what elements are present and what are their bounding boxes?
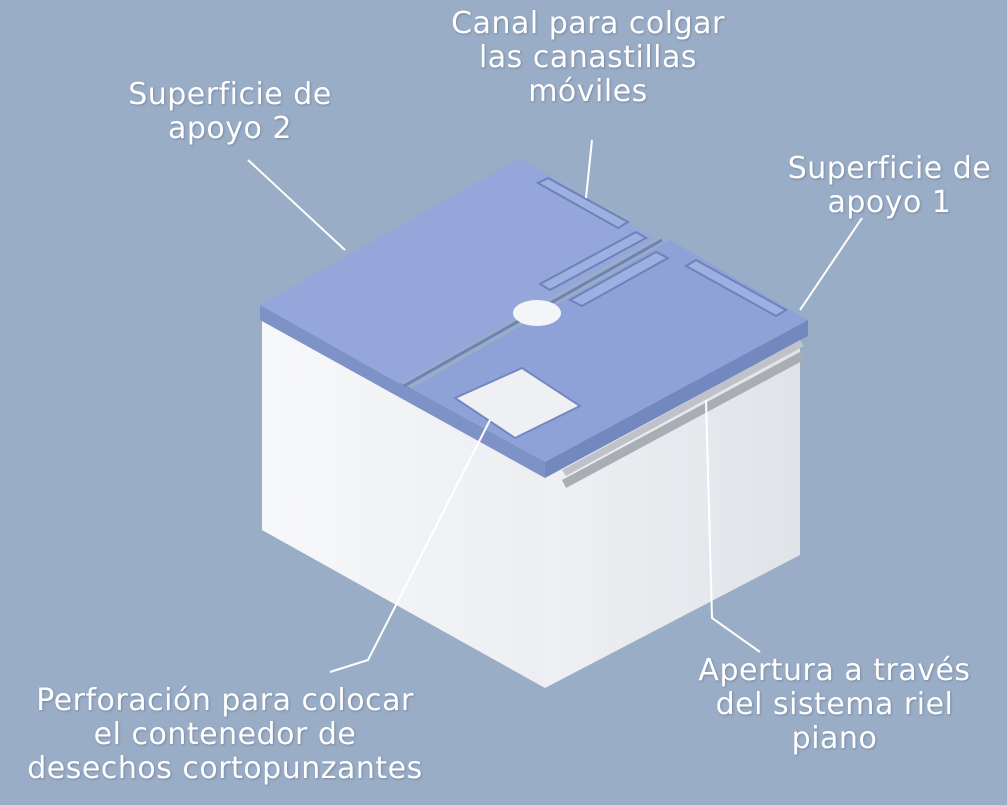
label-perforacion-line2: el contenedor de (93, 717, 357, 752)
center-hole (513, 300, 561, 326)
lid-edge-right (545, 320, 808, 478)
rail-bar-top (562, 340, 804, 476)
leader-sup1 (799, 217, 863, 311)
box-left-face (262, 318, 545, 688)
label-canal-line3: móviles (528, 74, 648, 109)
label-sup1-line1: Superficie de (787, 151, 992, 186)
box-right-face (545, 335, 800, 688)
lid-edge-left (260, 305, 545, 478)
canal-slot-4 (684, 258, 788, 318)
leader-apertura (705, 399, 761, 653)
label-superficie-apoyo-1: Superficie de apoyo 1 (777, 152, 1002, 220)
label-canal-line1: Canal para colgar (451, 6, 725, 41)
canal-slots (535, 176, 788, 318)
piano-rail (562, 340, 804, 488)
canal-slot-2 (537, 230, 649, 292)
label-canal-line2: las canastillas (478, 40, 698, 75)
square-opening (452, 366, 583, 440)
label-perforacion-line1: Perforación para colocar (36, 683, 414, 718)
label-superficie-apoyo-2: Superficie de apoyo 2 (105, 78, 355, 146)
rail-bar-bottom (562, 352, 804, 488)
label-apertura-line2: del sistema riel (715, 687, 954, 722)
label-sup2-line1: Superficie de (128, 77, 332, 112)
label-apertura-line3: piano (791, 721, 878, 756)
label-perforacion-line3: desechos cortopunzantes (27, 751, 423, 786)
leader-perforacion (329, 419, 491, 673)
label-sup1-line2: apoyo 1 (827, 185, 952, 220)
label-apertura-line1: Apertura a través (698, 653, 971, 688)
label-sup2-line2: apoyo 2 (167, 111, 292, 146)
canal-slot-3 (567, 250, 671, 308)
leader-lines (247, 139, 863, 673)
leader-sup2 (247, 159, 346, 251)
label-canal: Canal para colgar las canastillas móvile… (418, 7, 758, 109)
lid-panel-left (260, 158, 655, 384)
leader-canal (585, 139, 593, 199)
canal-slot-1 (535, 176, 631, 230)
label-perforacion: Perforación para colocar el contenedor d… (0, 684, 450, 786)
label-apertura: Apertura a través del sistema riel piano (672, 654, 997, 756)
